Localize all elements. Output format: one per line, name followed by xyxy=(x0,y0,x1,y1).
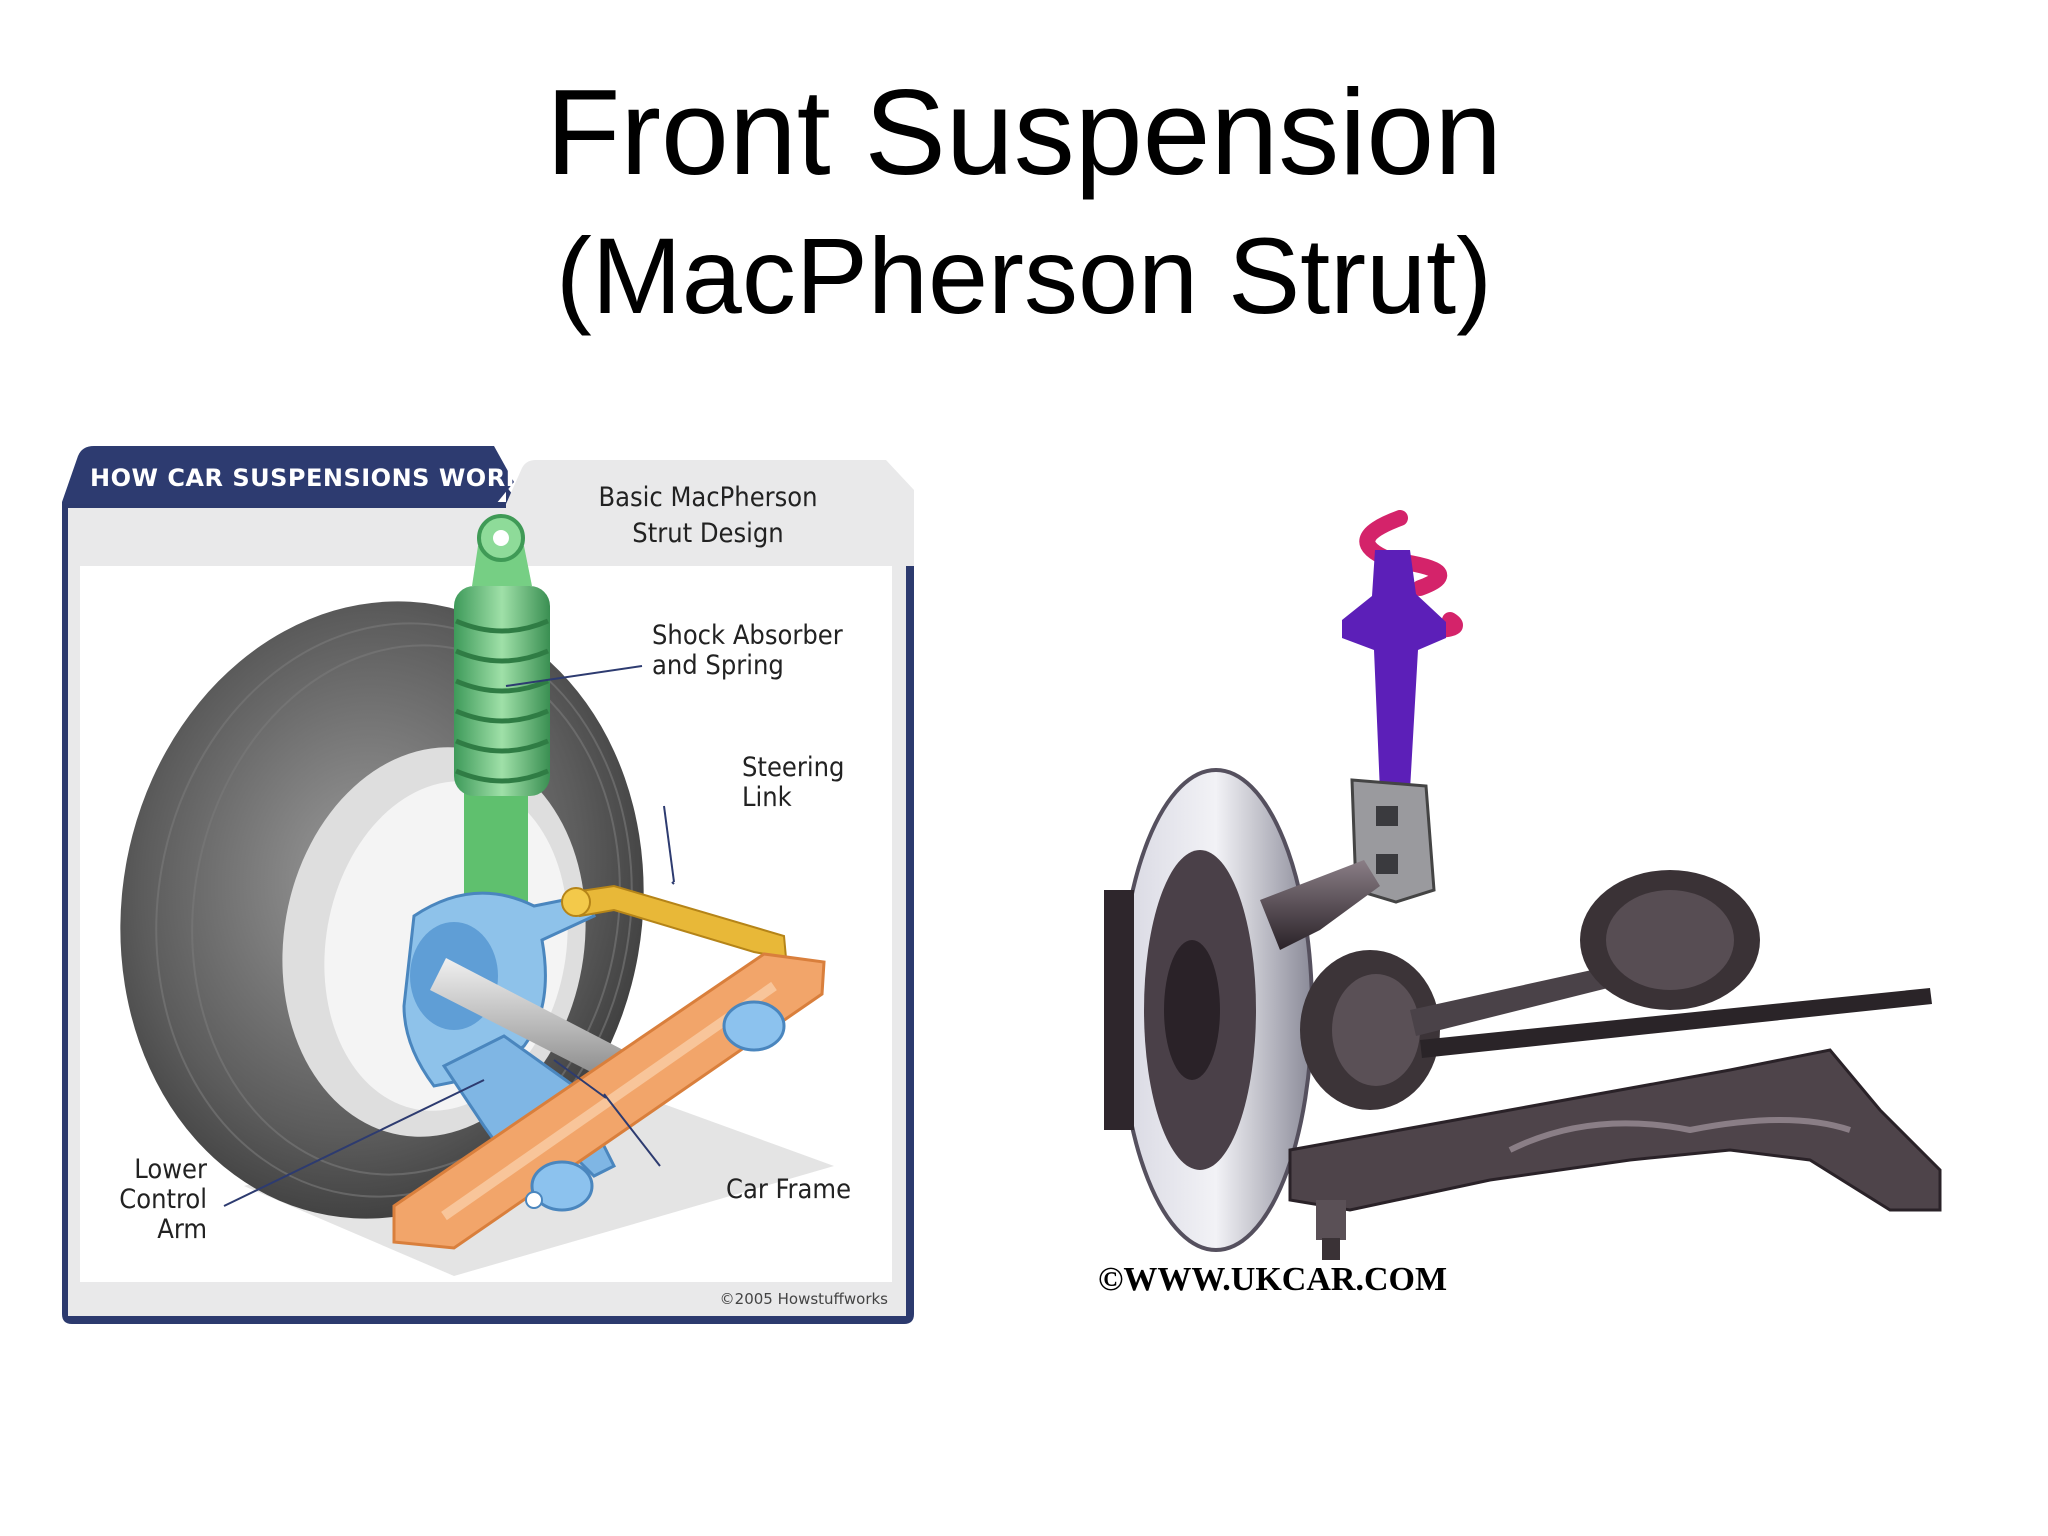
tie-rod xyxy=(1420,988,1932,1058)
macpherson-strut-illustration: HOW CAR SUSPENSIONS WORK Basic MacPherso… xyxy=(62,446,914,1324)
watermark: ©WWW.UKCAR.COM xyxy=(1098,1261,1447,1298)
lower-control-arm xyxy=(1288,1048,1942,1212)
label-lower-line1: Lower xyxy=(134,1154,207,1185)
header-tab xyxy=(62,446,514,504)
coil-spring xyxy=(454,586,550,796)
copyright-note: ©2005 Howstuffworks xyxy=(720,1290,889,1308)
heading-panel xyxy=(506,460,914,566)
slide-title: Front Suspension xyxy=(545,64,1503,200)
shock-absorber xyxy=(1342,550,1446,792)
label-lower-line3: Arm xyxy=(157,1214,207,1245)
driveshaft xyxy=(1410,966,1616,1036)
figure-heading-line2: Strut Design xyxy=(632,518,783,549)
drive-axle xyxy=(430,958,654,1096)
ball-joint xyxy=(1316,1200,1346,1240)
slide-subtitle: (MacPherson Strut) xyxy=(555,215,1493,336)
label-steering-line2: Link xyxy=(742,782,792,813)
label-shock-line2: and Spring xyxy=(652,650,784,681)
label-steering-line1: Steering xyxy=(742,752,844,783)
figure-heading-line1: Basic MacPherson xyxy=(598,482,817,513)
knuckle-arm xyxy=(1260,860,1380,950)
strut-assembly-render: ©WWW.UKCAR.COM xyxy=(1098,510,1942,1298)
label-shock-line1: Shock Absorber xyxy=(652,620,843,651)
frame-bushings xyxy=(525,1000,786,1212)
label-car-frame: Car Frame xyxy=(726,1174,851,1205)
label-lower-line2: Control xyxy=(119,1184,207,1215)
leader-lines xyxy=(223,665,675,1207)
header-tab-label: HOW CAR SUSPENSIONS WORK xyxy=(90,464,526,492)
